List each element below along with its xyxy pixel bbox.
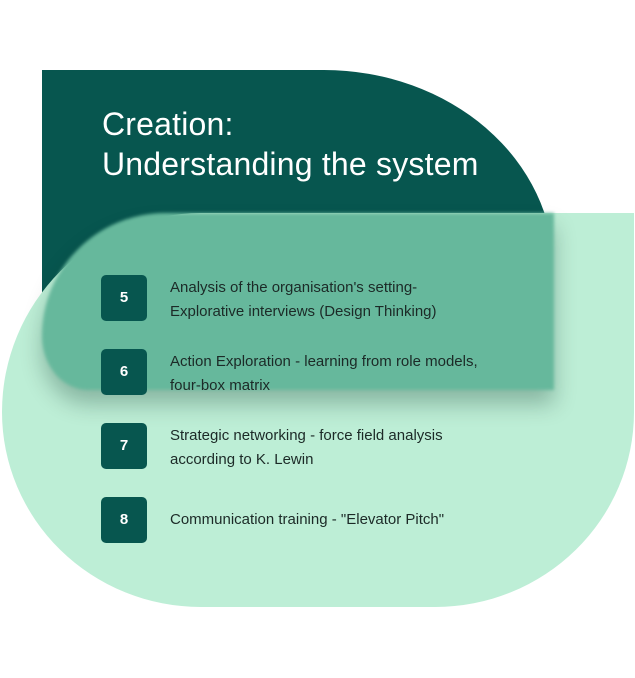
step-text-line: Explorative interviews (Design Thinking) (170, 303, 437, 320)
step-description: Action Exploration - learning from role … (170, 350, 540, 398)
step-item: 6 Action Exploration - learning from rol… (101, 349, 541, 397)
step-description: Analysis of the organisation's setting- … (170, 276, 540, 324)
step-item: 8 Communication training - "Elevator Pit… (101, 497, 541, 545)
step-number-badge: 6 (101, 349, 147, 395)
step-text-line: Action Exploration - learning from role … (170, 353, 478, 370)
step-item: 5 Analysis of the organisation's setting… (101, 275, 541, 323)
heading-line-1: Creation: (102, 106, 234, 142)
step-description: Strategic networking - force field analy… (170, 424, 540, 472)
step-text-line: Strategic networking - force field analy… (170, 427, 443, 444)
step-text-line: Analysis of the organisation's setting- (170, 279, 418, 296)
step-text-line: four-box matrix (170, 377, 271, 394)
heading-line-2: Understanding the system (102, 146, 479, 182)
step-item: 7 Strategic networking - force field ana… (101, 423, 541, 471)
step-text-line: according to K. Lewin (170, 451, 314, 468)
section-heading: Creation: Understanding the system (102, 104, 479, 184)
step-description: Communication training - "Elevator Pitch… (170, 508, 540, 532)
step-number-badge: 8 (101, 497, 147, 543)
step-number-badge: 7 (101, 423, 147, 469)
step-number-badge: 5 (101, 275, 147, 321)
step-text-line: Communication training - "Elevator Pitch… (170, 511, 445, 528)
